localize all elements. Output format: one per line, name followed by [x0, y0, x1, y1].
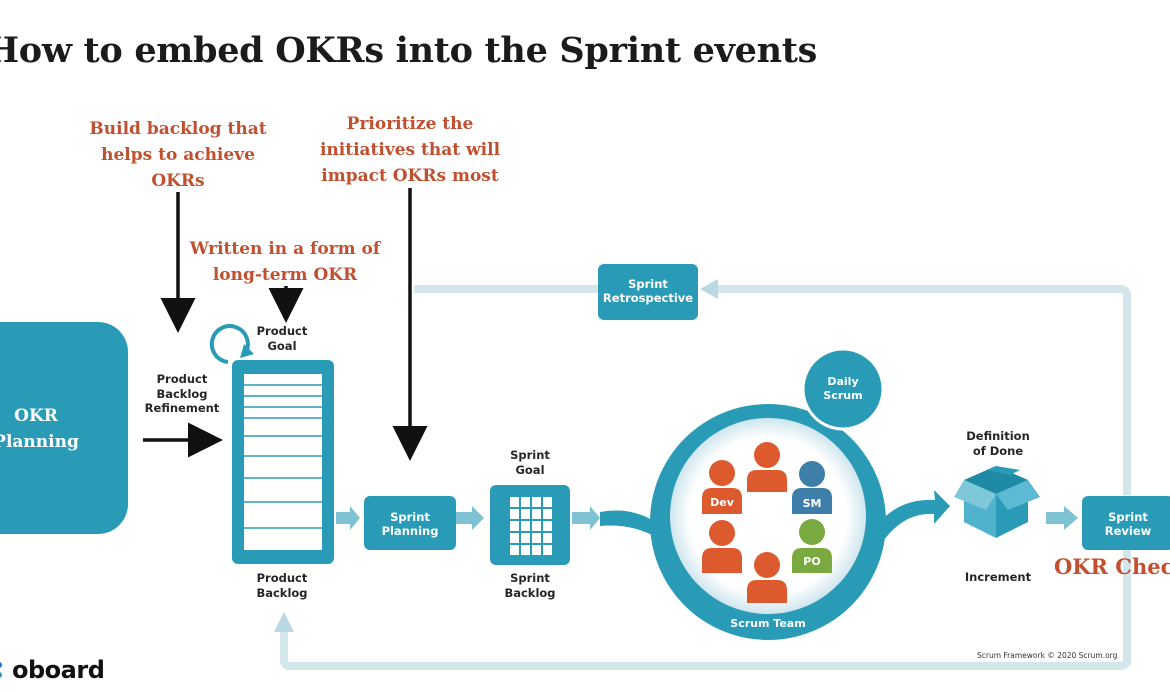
review-loop-arrowhead [274, 612, 294, 632]
increment-label: Increment [964, 570, 1032, 584]
sprint-retrospective-label: Sprint Retrospective [602, 277, 694, 305]
definition-of-done-label: Definition of Done [966, 429, 1030, 458]
product-goal-label: Product Goal [256, 324, 308, 353]
flow-into-team [600, 510, 672, 548]
flow-out-team [878, 490, 950, 540]
okr-planning-label: OKR Planning [0, 406, 79, 452]
note-build-backlog: Build backlog that helps to achieve OKRs [89, 119, 267, 191]
sprint-review-label: Sprint Review [1104, 510, 1152, 538]
logo-text: oboard [12, 656, 105, 684]
product-goal-cycle-icon [209, 324, 250, 364]
oboard-logo-icon [0, 662, 2, 678]
flow-arrows [336, 506, 1078, 530]
sprint-review-box [1082, 496, 1170, 550]
retro-loop-arrowhead [700, 279, 718, 299]
refinement-label: Product Backlog Refinement [144, 372, 220, 415]
sprint-retrospective-box [598, 264, 698, 320]
note-written-form: Written in a form of long-term OKR [189, 239, 381, 285]
increment-box-icon [954, 466, 1040, 538]
review-loop [280, 548, 1131, 670]
sprint-planning-label: Sprint Planning [381, 510, 439, 538]
oboard-logo: oboard [0, 655, 105, 685]
sprint-backlog-label: Sprint Backlog [504, 571, 556, 600]
note-okr-check: OKR Check [1054, 554, 1170, 579]
sprint-planning-box [364, 496, 456, 550]
sprint-goal-label: Sprint Goal [510, 448, 550, 477]
role-dev-label: Dev [710, 496, 734, 509]
daily-scrum-circle [801, 347, 885, 431]
copyright-credit: Scrum Framework © 2020 Scrum.org [977, 651, 1118, 660]
product-backlog-label: Product Backlog [256, 571, 308, 600]
role-sm-label: SM [802, 497, 822, 510]
team-members [702, 442, 832, 603]
daily-scrum-label: Daily Scrum [823, 375, 863, 402]
scrum-team-label: Scrum Team [730, 617, 806, 630]
page-title: How to embed OKRs into the Sprint events [0, 30, 817, 71]
okr-planning-box [0, 322, 128, 534]
retrospective-loop [414, 285, 1131, 495]
note-prioritize: Prioritize the initiatives that will imp… [319, 114, 501, 186]
role-po-label: PO [803, 555, 821, 568]
